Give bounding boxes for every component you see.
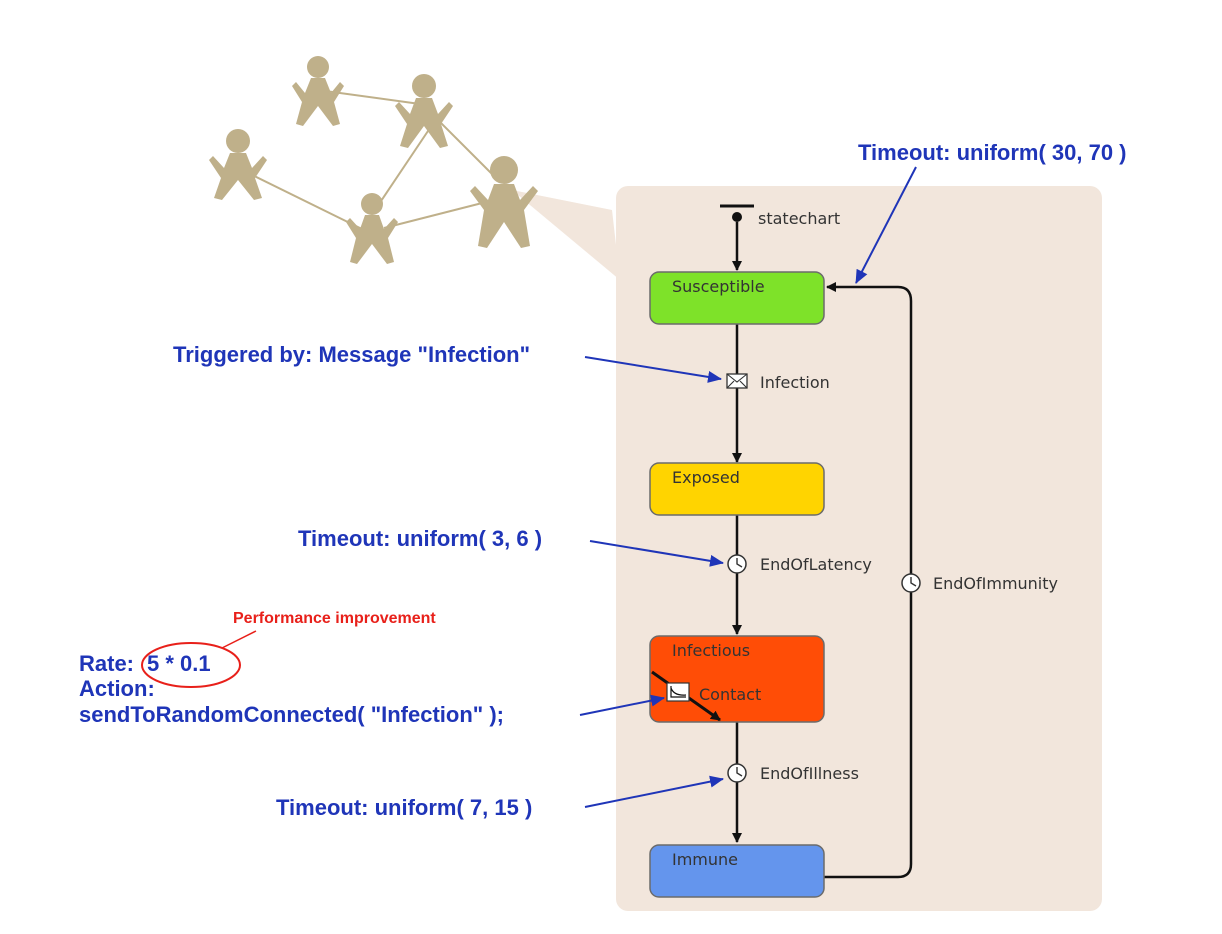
state-infectious[interactable]: Infectious Contact [649, 635, 825, 723]
triggered-by-annotation: Triggered by: Message "Infection" [173, 342, 530, 367]
illness-timeout-annotation: Timeout: uniform( 7, 15 ) [276, 795, 532, 820]
person-icon-3 [209, 129, 267, 200]
person-icon-2 [395, 74, 453, 148]
immunity-timeout-annotation: Timeout: uniform( 30, 70 ) [858, 140, 1127, 165]
state-immune[interactable]: Immune [649, 844, 825, 898]
rate-highlight-ellipse [141, 642, 241, 688]
person-icon-5 [470, 156, 538, 248]
triggered-by-arrow [584, 356, 722, 383]
person-icon-4 [346, 193, 398, 264]
state-immune-label: Immune [672, 850, 738, 869]
state-exposed-label: Exposed [672, 468, 740, 487]
clock-icon-illness [727, 763, 747, 783]
performance-note: Performance improvement [233, 610, 436, 627]
immunity-timeout-arrow [855, 166, 917, 284]
state-exposed[interactable]: Exposed [649, 462, 825, 516]
state-infectious-label: Infectious [672, 641, 750, 660]
clock-icon-latency [727, 554, 747, 574]
end-of-illness-transition-label: EndOfIllness [760, 764, 859, 783]
rate-prefix: Rate: [79, 651, 134, 676]
action-arrow [579, 694, 665, 716]
contact-transition-label: Contact [699, 685, 761, 704]
performance-leader-line [221, 630, 257, 649]
latency-timeout-annotation: Timeout: uniform( 3, 6 ) [298, 526, 542, 551]
statechart-entry-label: statechart [758, 209, 840, 228]
infection-transition-label: Infection [760, 373, 830, 392]
latency-timeout-arrow [589, 540, 724, 567]
callout-pointer [512, 190, 620, 280]
state-susceptible-label: Susceptible [672, 277, 765, 296]
initial-pointer-icon [720, 204, 754, 271]
rate-value: 5 * 0.1 [147, 651, 211, 676]
end-of-latency-transition-label: EndOfLatency [760, 555, 872, 574]
rate-icon [666, 682, 690, 702]
illness-timeout-arrow [584, 775, 724, 808]
agent-network [209, 56, 620, 280]
state-susceptible[interactable]: Susceptible [649, 271, 825, 325]
person-icon-1 [292, 56, 344, 126]
end-of-immunity-transition-label: EndOfImmunity [933, 574, 1058, 593]
clock-icon-immunity [901, 573, 921, 593]
action-code: sendToRandomConnected( "Infection" ); [79, 702, 504, 727]
envelope-icon [726, 373, 748, 389]
action-label: Action: [79, 676, 155, 701]
